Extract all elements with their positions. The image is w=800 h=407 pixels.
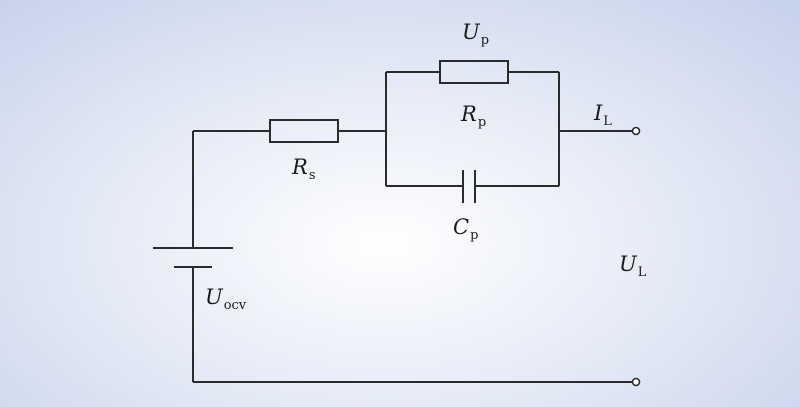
label-cp: Cp xyxy=(453,215,479,243)
label-il: IL xyxy=(594,101,612,129)
resistor-rp xyxy=(439,60,509,84)
resistor-rs xyxy=(269,119,339,143)
label-rp: Rp xyxy=(461,102,487,130)
label-uocv: Uocv xyxy=(205,285,247,313)
label-up: Up xyxy=(462,20,490,48)
label-rs: Rs xyxy=(292,155,316,183)
terminal-top xyxy=(631,126,641,136)
terminal-bottom xyxy=(631,377,641,387)
label-ul: UL xyxy=(619,252,647,280)
